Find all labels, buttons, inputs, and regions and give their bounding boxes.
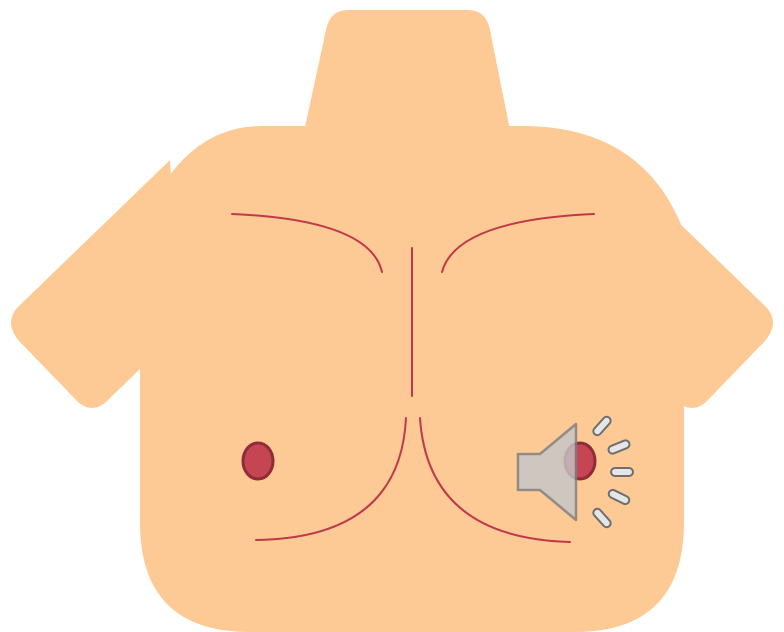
audio-button[interactable] bbox=[508, 410, 644, 536]
wave-dash bbox=[592, 507, 613, 529]
speaker-body bbox=[518, 424, 576, 520]
wave-dash bbox=[607, 489, 630, 506]
wave-dash bbox=[611, 468, 633, 476]
left-nipple bbox=[243, 443, 273, 479]
wave-dash bbox=[607, 439, 630, 455]
sound-waves bbox=[592, 415, 633, 529]
wave-dash bbox=[592, 415, 613, 437]
speaker-icon bbox=[508, 410, 644, 536]
